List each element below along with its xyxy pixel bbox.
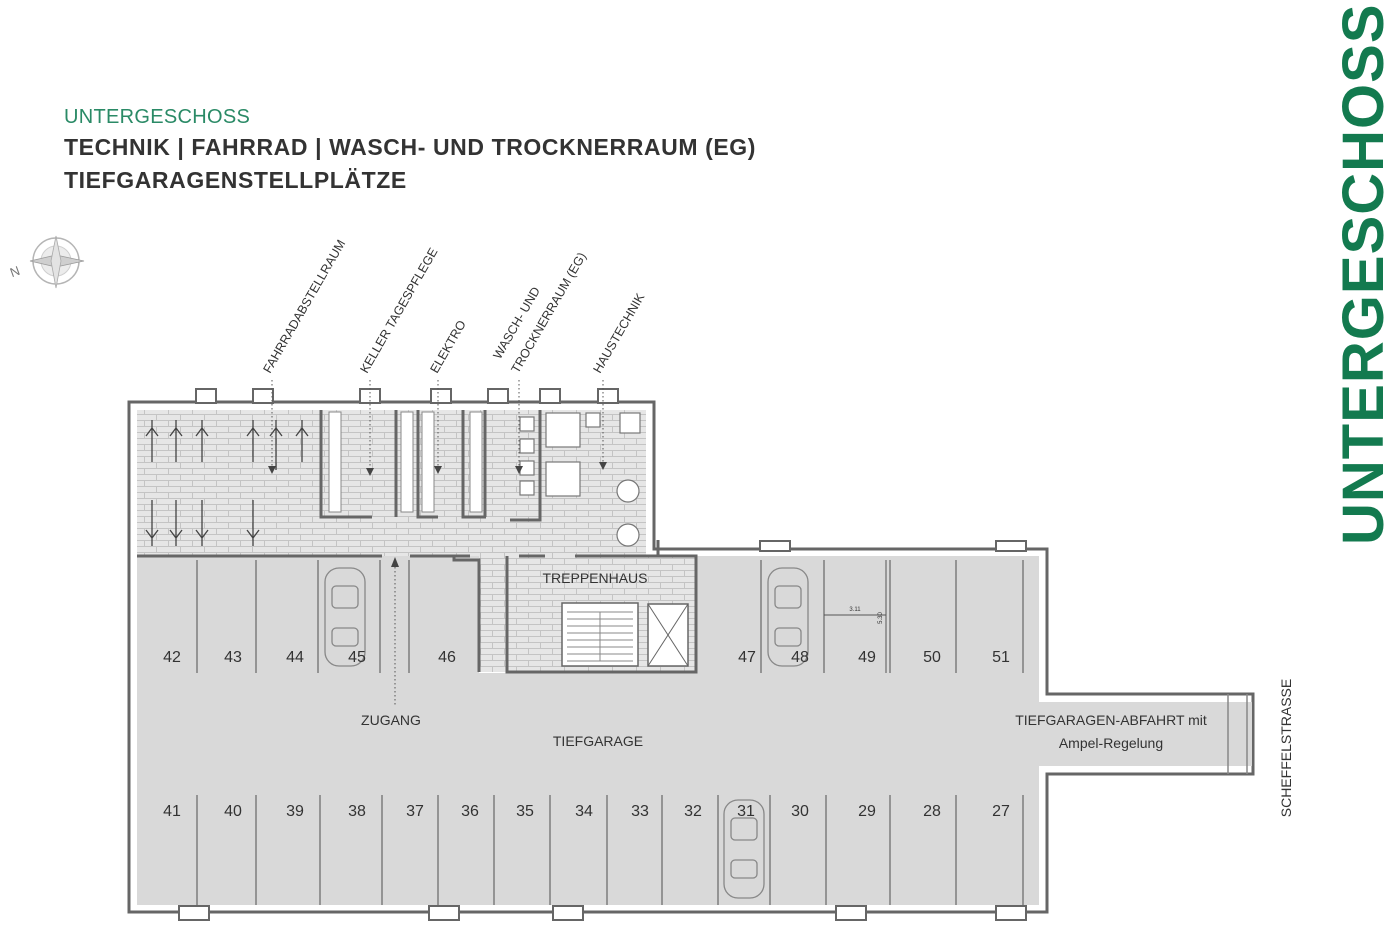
parking-spot-number: 46 [438,649,456,666]
car-icons [324,567,809,899]
parking-spot-number: 35 [516,803,534,820]
ramp-floor [1039,702,1252,766]
parking-spot-number: 34 [575,803,593,820]
room-leader-lines [271,380,604,705]
parking-spot-number: 47 [738,649,756,666]
parking-spot-number: 44 [286,649,304,666]
parking-spot-number: 51 [992,649,1010,666]
staircase [561,602,689,667]
parking-spot-number: 40 [224,803,242,820]
car-icon [767,567,809,667]
parking-spot-number: 41 [163,803,181,820]
technical-equipment [545,412,641,547]
parking-spot-number: 38 [348,803,366,820]
parking-spot-number: 37 [406,803,424,820]
interior-walls [137,410,698,674]
parking-spot-number: 33 [631,803,649,820]
room-label-keller: KELLER TAGESPFLEGE [357,246,440,376]
parking-spot-number: 36 [461,803,479,820]
parking-dividers [196,560,1024,905]
garage-label: TIEFGARAGE [553,733,643,749]
street-label: SCHEFFELSTRASSE [1278,679,1294,817]
laundry-machines [519,416,535,496]
parking-numbers-bottom: 41 40 39 38 37 36 35 34 33 32 31 30 29 2… [163,803,1010,820]
dimension-lines [824,560,887,673]
room-label-fahrrad: FAHRRADABSTELLRAUM [260,237,348,375]
parking-spot-number: 45 [348,649,366,666]
parking-spot-number: 50 [923,649,941,666]
plan-subtitle: UNTERGESCHOSS [64,106,251,128]
storage-cabinets [328,411,483,513]
parking-spot-number: 29 [858,803,876,820]
dimension-depth: 5.30 [878,612,884,624]
access-label: ZUGANG [361,712,421,728]
compass-north-label: N [8,263,22,280]
parking-spot-number: 28 [923,803,941,820]
parking-spot-number: 42 [163,649,181,666]
parking-spot-number: 27 [992,803,1010,820]
car-icon [324,567,366,667]
compass-icon [29,235,85,289]
parking-numbers-top: 42 43 44 45 46 47 48 49 50 51 [163,649,1010,666]
dimension-width: 3.11 [849,607,861,613]
parking-strip-top-left [137,556,479,673]
room-label-haustechnik: HAUSTECHNIK [590,290,647,375]
parking-spot-number: 48 [791,649,809,666]
room-label-elektro: ELEKTRO [427,318,468,376]
ramp-label-line-2: Ampel-Regelung [1059,735,1163,751]
parking-spot-number: 32 [684,803,702,820]
car-icon [723,799,765,899]
parking-spot-number: 31 [737,803,755,820]
ramp-edge-lines [1227,694,1248,774]
plan-title-line-2: TIEFGARAGENSTELLPLÄTZE [64,167,407,193]
parking-spot-number: 30 [791,803,809,820]
plan-title-line-1: TECHNIK | FAHRRAD | WASCH- UND TROCKNERR… [64,134,757,160]
bicycle-racks [145,420,309,546]
parking-spot-number: 43 [224,649,242,666]
garage-floor [137,673,1039,905]
staircase-label: TREPPENHAUS [542,570,647,586]
parking-spot-number: 49 [858,649,876,666]
ramp-label-line-1: TIEFGARAGEN-ABFAHRT mit [1015,712,1207,728]
parking-spot-number: 39 [286,803,304,820]
